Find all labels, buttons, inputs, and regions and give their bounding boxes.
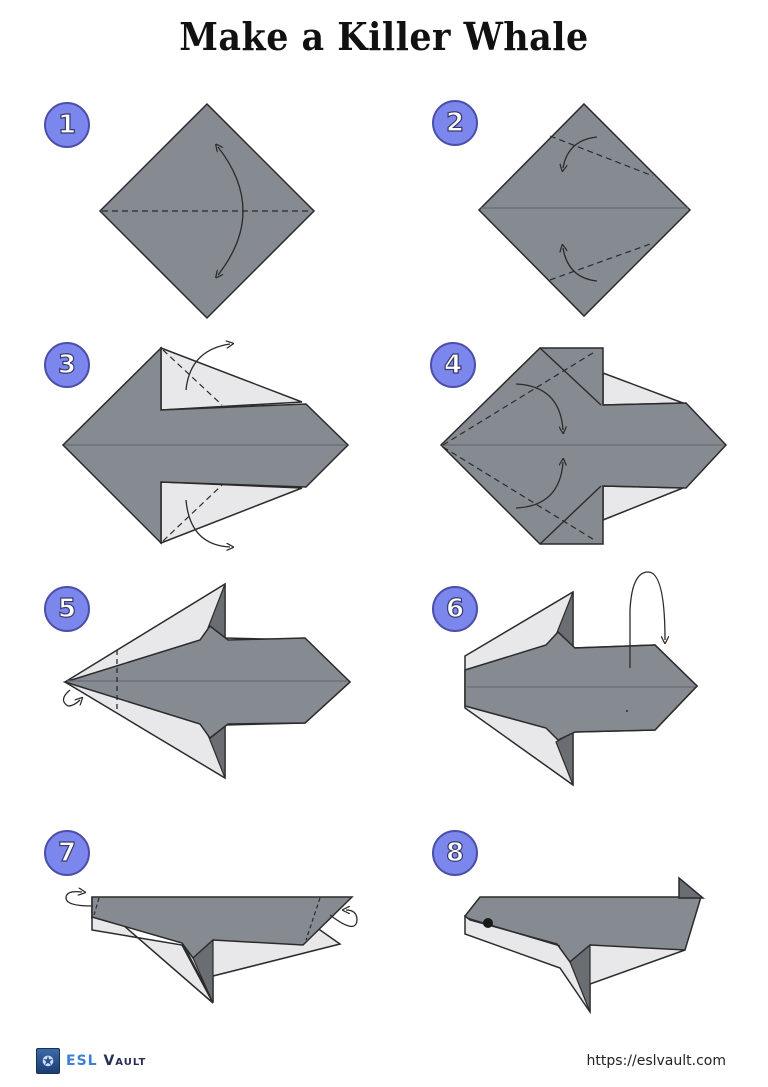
step-3-diagram: [61, 344, 350, 547]
brand-first: ESL: [66, 1053, 98, 1069]
page-title: Make a Killer Whale: [179, 14, 589, 59]
step-5-diagram: [62, 582, 352, 780]
step-7-badge: 7: [44, 830, 90, 876]
step-2-badge: 2: [432, 100, 478, 146]
brand-name: ESL Vault: [66, 1053, 146, 1069]
step-3-badge: 3: [44, 342, 90, 388]
step-8-badge: 8: [432, 830, 478, 876]
step-6-badge: 6: [432, 586, 478, 632]
step-6-diagram: [464, 571, 699, 787]
brand-logo: ✪ ESL Vault: [36, 1048, 146, 1074]
vault-icon: ✪: [36, 1048, 60, 1074]
brand-second: Vault: [103, 1053, 147, 1069]
step-1-badge: 1: [44, 102, 90, 148]
step-2-diagram: [477, 102, 692, 318]
step-4-diagram: [439, 347, 728, 545]
step-7-diagram: [65, 892, 358, 1004]
website-url: https://eslvault.com: [586, 1053, 726, 1069]
step-5-badge: 5: [44, 586, 90, 632]
step-1-diagram: [98, 102, 316, 320]
step-8-diagram: [463, 876, 706, 1015]
step-4-badge: 4: [430, 342, 476, 388]
whale-eye: [483, 918, 493, 928]
